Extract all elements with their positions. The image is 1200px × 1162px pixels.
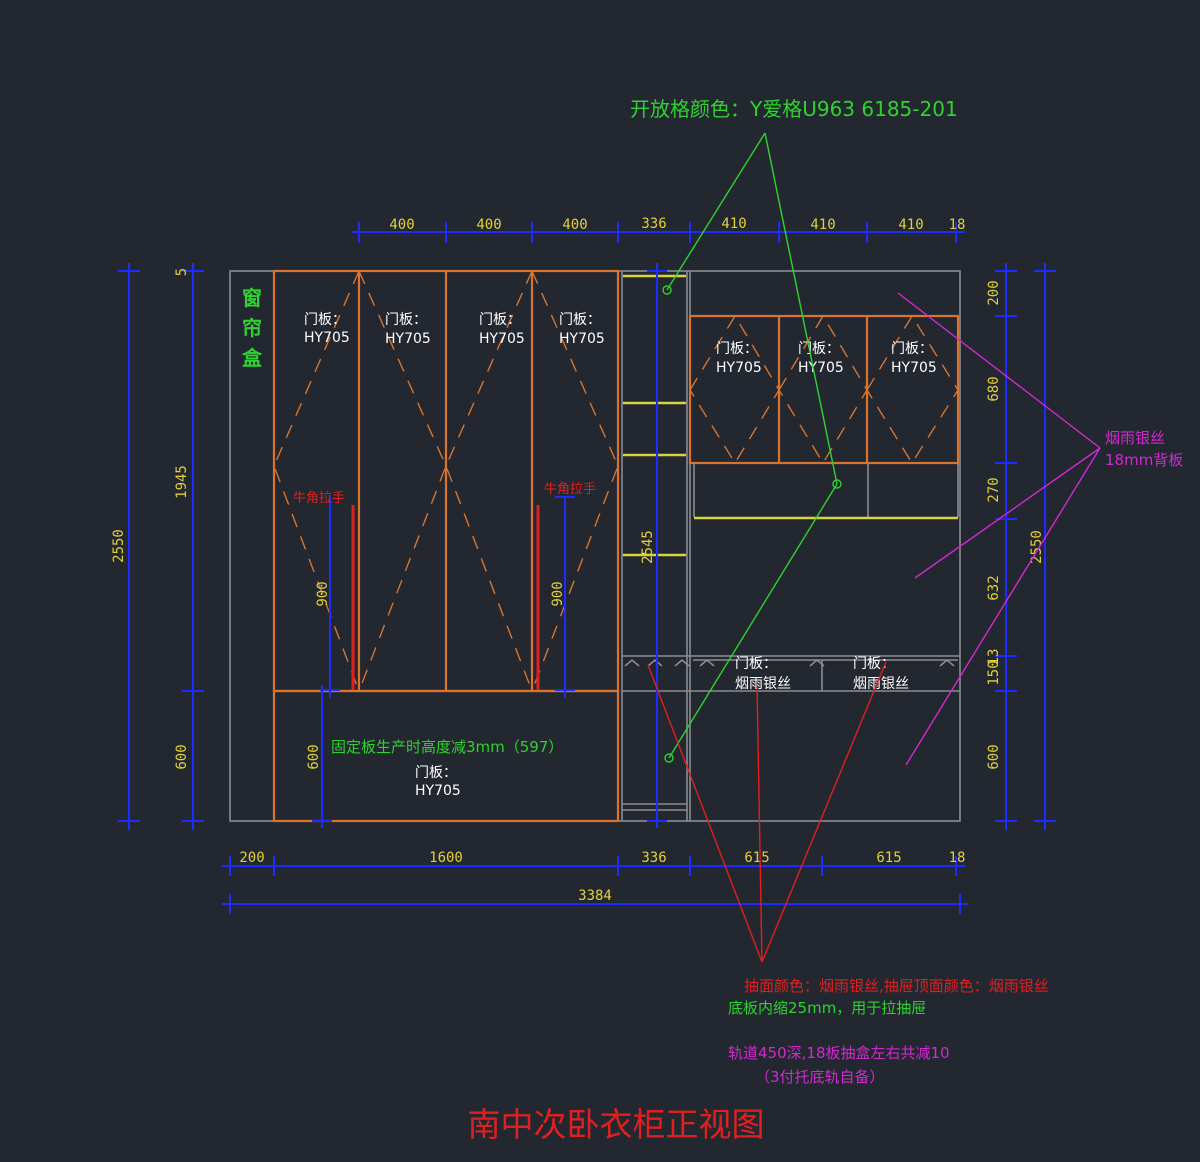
dim-top-8: 18 [949,217,966,233]
dim-left-600: 600 [174,744,190,769]
door-label: 门板： [415,765,457,781]
back-panel-note-1: 烟雨银丝 [1105,429,1165,447]
dim-top-1: 400 [389,217,414,233]
leader-lines [647,132,1101,963]
dim-bottom-1: 200 [239,850,264,866]
dim-bottom-5: 615 [876,850,901,866]
open-grid-shelves [623,274,958,557]
door-label: 门板： [798,341,840,357]
door-code: HY705 [415,783,461,799]
dim-top-6: 410 [810,217,835,233]
dim-right-outer: 2550 [1029,530,1045,564]
dim-right-632: 632 [986,575,1002,600]
drawer-door-code: 烟雨银丝 [735,676,791,692]
dim-right-200: 200 [986,280,1002,305]
door-code: HY705 [479,331,525,347]
dim-center-2545: 2545 [640,530,656,564]
dim-right-680: 680 [986,376,1002,401]
open-grid-color-note: 开放格颜色：Y爱格U963 6185-201 [630,97,958,121]
dim-top-7: 410 [898,217,923,233]
drawer-door-label: 门板： [853,656,895,672]
dimension-text: 400 400 400 336 410 410 410 18 200 1600 … [111,216,1045,904]
dim-bottom-4: 615 [744,850,769,866]
dim-left-outer: 2550 [111,529,127,563]
door-code: HY705 [559,331,605,347]
door-label: 门板： [304,312,346,328]
dim-top-2: 400 [476,217,501,233]
dim-top-4: 336 [641,216,666,232]
curtain-box-char: 窗 [242,286,262,310]
door-label: 门板： [479,312,521,328]
curtain-box-char: 帘 [242,316,262,340]
rail-note-1: 轨道450深,18板抽盒左右共减10 [728,1044,950,1062]
drawing-title: 南中次卧衣柜正视图 [468,1105,765,1144]
dimension-lines [118,222,1056,914]
dim-total-width: 3384 [578,888,612,904]
door-label: 门板： [559,312,601,328]
dim-top-5: 410 [721,216,746,232]
door-label: 门板： [716,341,758,357]
dim-bottom-3: 336 [641,850,666,866]
dim-right-13: 13 [986,649,1002,666]
door-label: 门板： [385,312,427,328]
dim-right-600: 600 [986,744,1002,769]
dim-top-3: 400 [562,217,587,233]
door-code: HY705 [385,331,431,347]
drawer-door-code: 烟雨银丝 [853,676,909,692]
dim-bottom-6: 18 [949,850,966,866]
annotations: 开放格颜色：Y爱格U963 6185-201 烟雨银丝 18mm背板 抽面颜色：… [468,97,1184,1144]
dim-left-1945: 1945 [174,465,190,499]
drawer-door-label: 门板： [735,656,777,672]
drawer-color-note: 抽面颜色：烟雨银丝,抽屉顶面颜色：烟雨银丝 [744,977,1049,995]
dim-lower-600: 600 [306,744,322,769]
right-upper-doors [624,314,960,667]
door-code: HY705 [304,330,350,346]
door-code: HY705 [716,360,762,376]
curtain-box-char: 盒 [241,346,263,370]
fixed-panel-note: 固定板生产时高度减3mm（597） [331,738,563,756]
door-code: HY705 [891,360,937,376]
rail-note-2: （3付托底轨自备） [755,1068,885,1086]
dim-right-150: 150 [986,660,1002,685]
dim-left-5: 5 [174,268,190,276]
dim-bottom-2: 1600 [429,850,463,866]
dim-handle-left: 900 [315,581,331,606]
dim-handle-right: 900 [550,581,566,606]
dim-right-270: 270 [986,477,1002,502]
handle-label-left: 牛角拉手 [293,491,345,506]
bottom-inset-note: 底板内缩25mm，用于拉抽屉 [728,999,926,1017]
handle-label-right: 牛角拉手 [544,482,596,497]
door-code: HY705 [798,360,844,376]
door-label: 门板： [891,341,933,357]
door-labels: 门板： HY705 门板： HY705 门板： HY705 门板： HY705 … [241,286,937,799]
back-panel-note-2: 18mm背板 [1105,451,1183,469]
